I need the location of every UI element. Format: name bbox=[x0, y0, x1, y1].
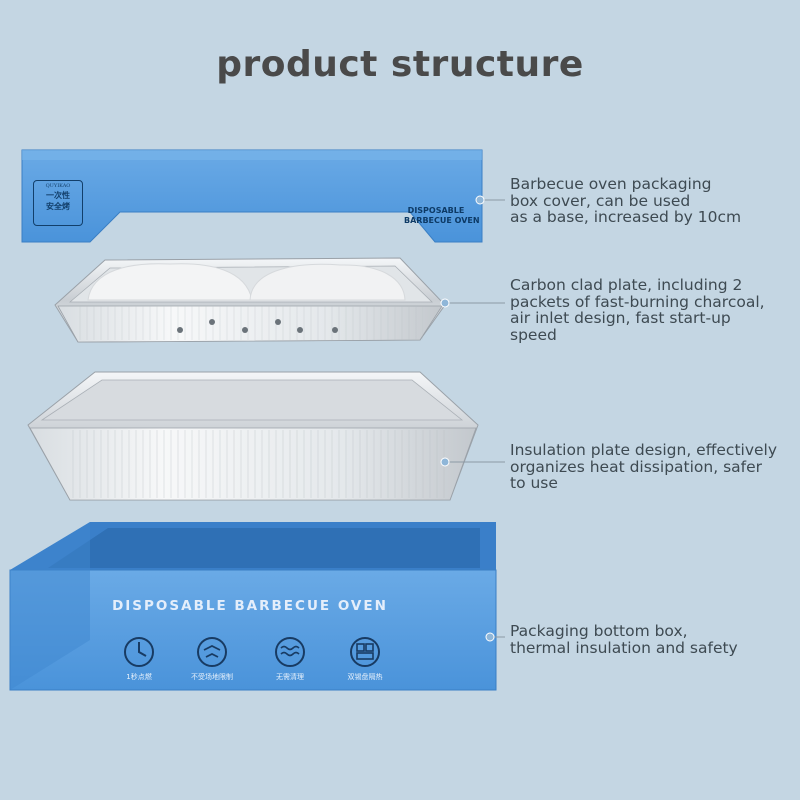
bottom-box bbox=[9, 522, 497, 691]
double-tray-icon bbox=[350, 637, 380, 667]
page-title: product structure bbox=[216, 44, 584, 85]
callout-bottom-box: Packaging bottom box, thermal insulation… bbox=[510, 622, 738, 657]
feature-label: 无需清理 bbox=[276, 673, 304, 681]
bottom-box-label: DISPOSABLE BARBECUE OVEN bbox=[112, 598, 388, 614]
location-icon bbox=[197, 637, 227, 667]
feature-label: 1秒点燃 bbox=[126, 673, 152, 681]
callout-insulation-tray: Insulation plate design, effectively org… bbox=[510, 441, 778, 492]
lid-box-cover bbox=[21, 149, 483, 243]
insulation-tray bbox=[27, 371, 479, 501]
callout-dot bbox=[475, 195, 485, 205]
callout-dot bbox=[440, 457, 450, 467]
waves-icon bbox=[275, 637, 305, 667]
feature-label: 双锡盘隔热 bbox=[347, 673, 383, 681]
lid-label: DISPOSABLE BARBECUE OVEN bbox=[404, 206, 480, 225]
callout-charcoal-tray: Carbon clad plate, including 2 packets o… bbox=[510, 276, 765, 344]
callout-dot bbox=[440, 298, 450, 308]
callout-lid: Barbecue oven packaging box cover, can b… bbox=[510, 175, 742, 226]
lid-seal-logo: QUYIKAO 一次性 安全烤 bbox=[33, 180, 83, 226]
timer-icon bbox=[124, 637, 154, 667]
feature-label: 不受场地限制 bbox=[191, 673, 233, 681]
callout-dot bbox=[485, 632, 495, 642]
charcoal-tray bbox=[54, 257, 446, 343]
